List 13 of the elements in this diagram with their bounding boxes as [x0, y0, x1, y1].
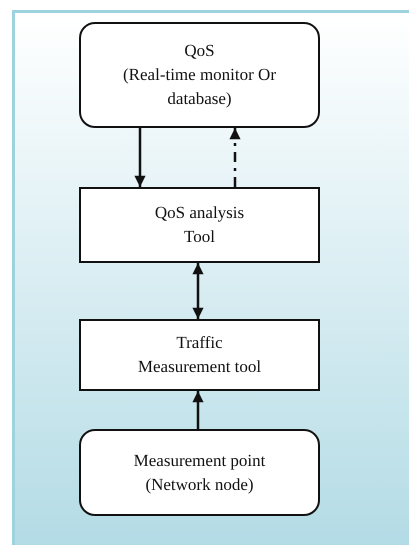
box-text: Measurement point (Network node)	[132, 450, 266, 496]
arrow	[192, 263, 204, 319]
arrow	[192, 391, 204, 429]
arrow	[134, 128, 146, 187]
box-text: Traffic Measurement tool	[136, 332, 262, 378]
process-box	[79, 187, 320, 263]
rounded-box	[79, 22, 320, 128]
box-heading: QoS	[184, 40, 215, 62]
box-text: QoS analysis Tool	[154, 202, 246, 248]
box-text: (Real-time monitor Or database)	[122, 64, 277, 110]
process-box	[79, 319, 320, 391]
rounded-box	[79, 429, 320, 516]
dash-dot-arrow	[229, 128, 241, 187]
